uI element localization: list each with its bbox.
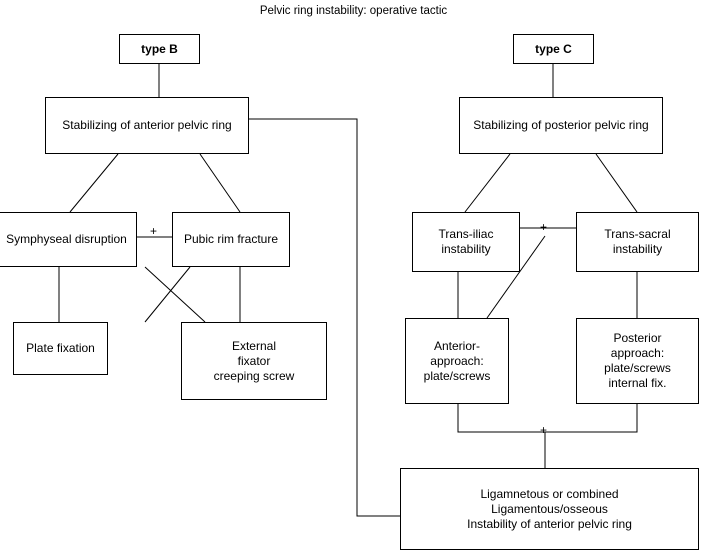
node-type-c[interactable]: type C xyxy=(513,34,594,64)
node-ligamentous-instability[interactable]: Ligamnetous or combined Ligamentous/osse… xyxy=(400,468,699,550)
node-external-fixator[interactable]: External fixator creeping screw xyxy=(181,322,327,400)
plus-right: + xyxy=(540,220,548,234)
node-posterior-approach[interactable]: Posterior approach: plate/screws interna… xyxy=(576,318,699,404)
plus-bottom: + xyxy=(540,423,548,437)
node-plate-fixation[interactable]: Plate fixation xyxy=(13,322,108,375)
plus-left: + xyxy=(150,224,158,238)
page-title: Pelvic ring instability: operative tacti… xyxy=(259,5,448,17)
node-anterior-approach[interactable]: Anterior- approach: plate/screws xyxy=(405,318,509,404)
node-trans-iliac-instability[interactable]: Trans-iliac instability xyxy=(412,212,520,272)
node-type-b[interactable]: type B xyxy=(119,34,200,64)
node-symphyseal-disruption[interactable]: Symphyseal disruption xyxy=(0,212,137,267)
node-pubic-rim-fracture[interactable]: Pubic rim fracture xyxy=(172,212,290,267)
node-stabilizing-anterior[interactable]: Stabilizing of anterior pelvic ring xyxy=(45,97,249,154)
node-trans-sacral-instability[interactable]: Trans-sacral instability xyxy=(576,212,699,272)
node-stabilizing-posterior[interactable]: Stabilizing of posterior pelvic ring xyxy=(459,97,663,154)
